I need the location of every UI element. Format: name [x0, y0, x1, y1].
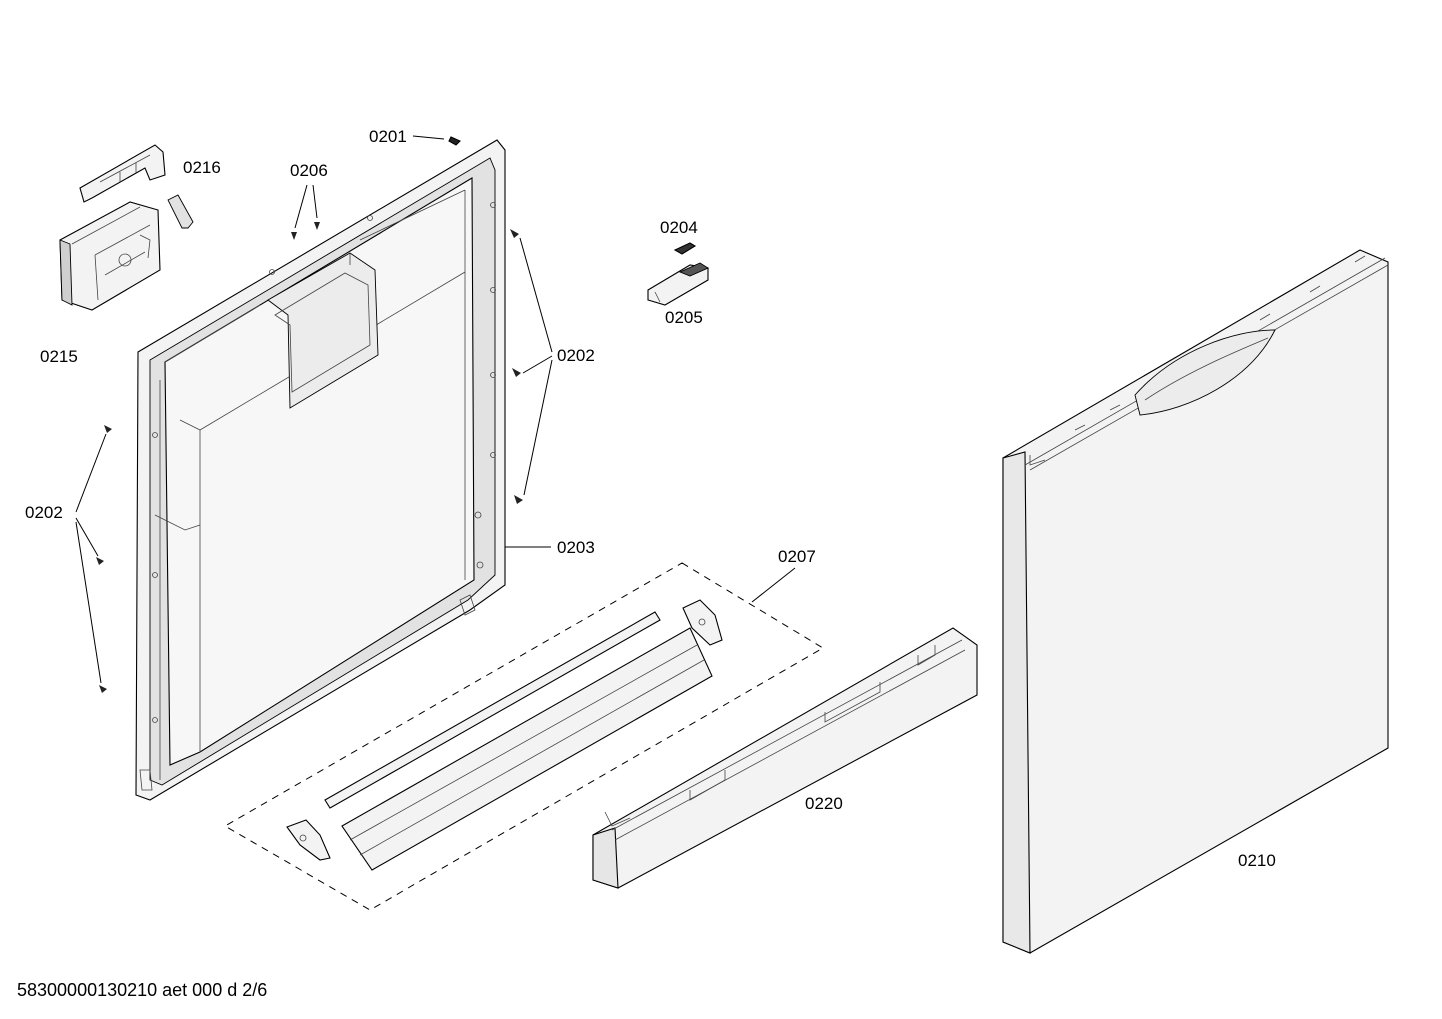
- label-0216: 0216: [183, 158, 221, 177]
- label-0210: 0210: [1238, 851, 1276, 870]
- label-0207: 0207: [778, 547, 816, 566]
- inner-door-frame-0203: [135, 139, 506, 801]
- label-0201: 0201: [369, 127, 407, 146]
- hinge-kit-0207: [224, 562, 824, 911]
- kick-plate-0220: [592, 627, 978, 889]
- clip-0204: [673, 242, 697, 255]
- latch-0205: [647, 262, 709, 306]
- screws-0206: [291, 222, 320, 240]
- label-0220: 0220: [805, 794, 843, 813]
- label-0204: 0204: [660, 218, 698, 237]
- label-0215: 0215: [40, 347, 78, 366]
- bracket-0216: [79, 144, 194, 229]
- dispenser-0215: [59, 201, 161, 311]
- label-0202-right: 0202: [557, 346, 595, 365]
- door-panel-0210: [1002, 249, 1389, 954]
- screw-0201: [448, 136, 461, 146]
- screws-0202-right: [510, 229, 523, 504]
- label-0206: 0206: [290, 161, 328, 180]
- label-0202-left: 0202: [25, 503, 63, 522]
- label-0205: 0205: [665, 308, 703, 327]
- screws-0202-left: [96, 425, 112, 693]
- document-id: 58300000130210 aet 000 d 2/6: [17, 980, 268, 1000]
- label-0203: 0203: [557, 538, 595, 557]
